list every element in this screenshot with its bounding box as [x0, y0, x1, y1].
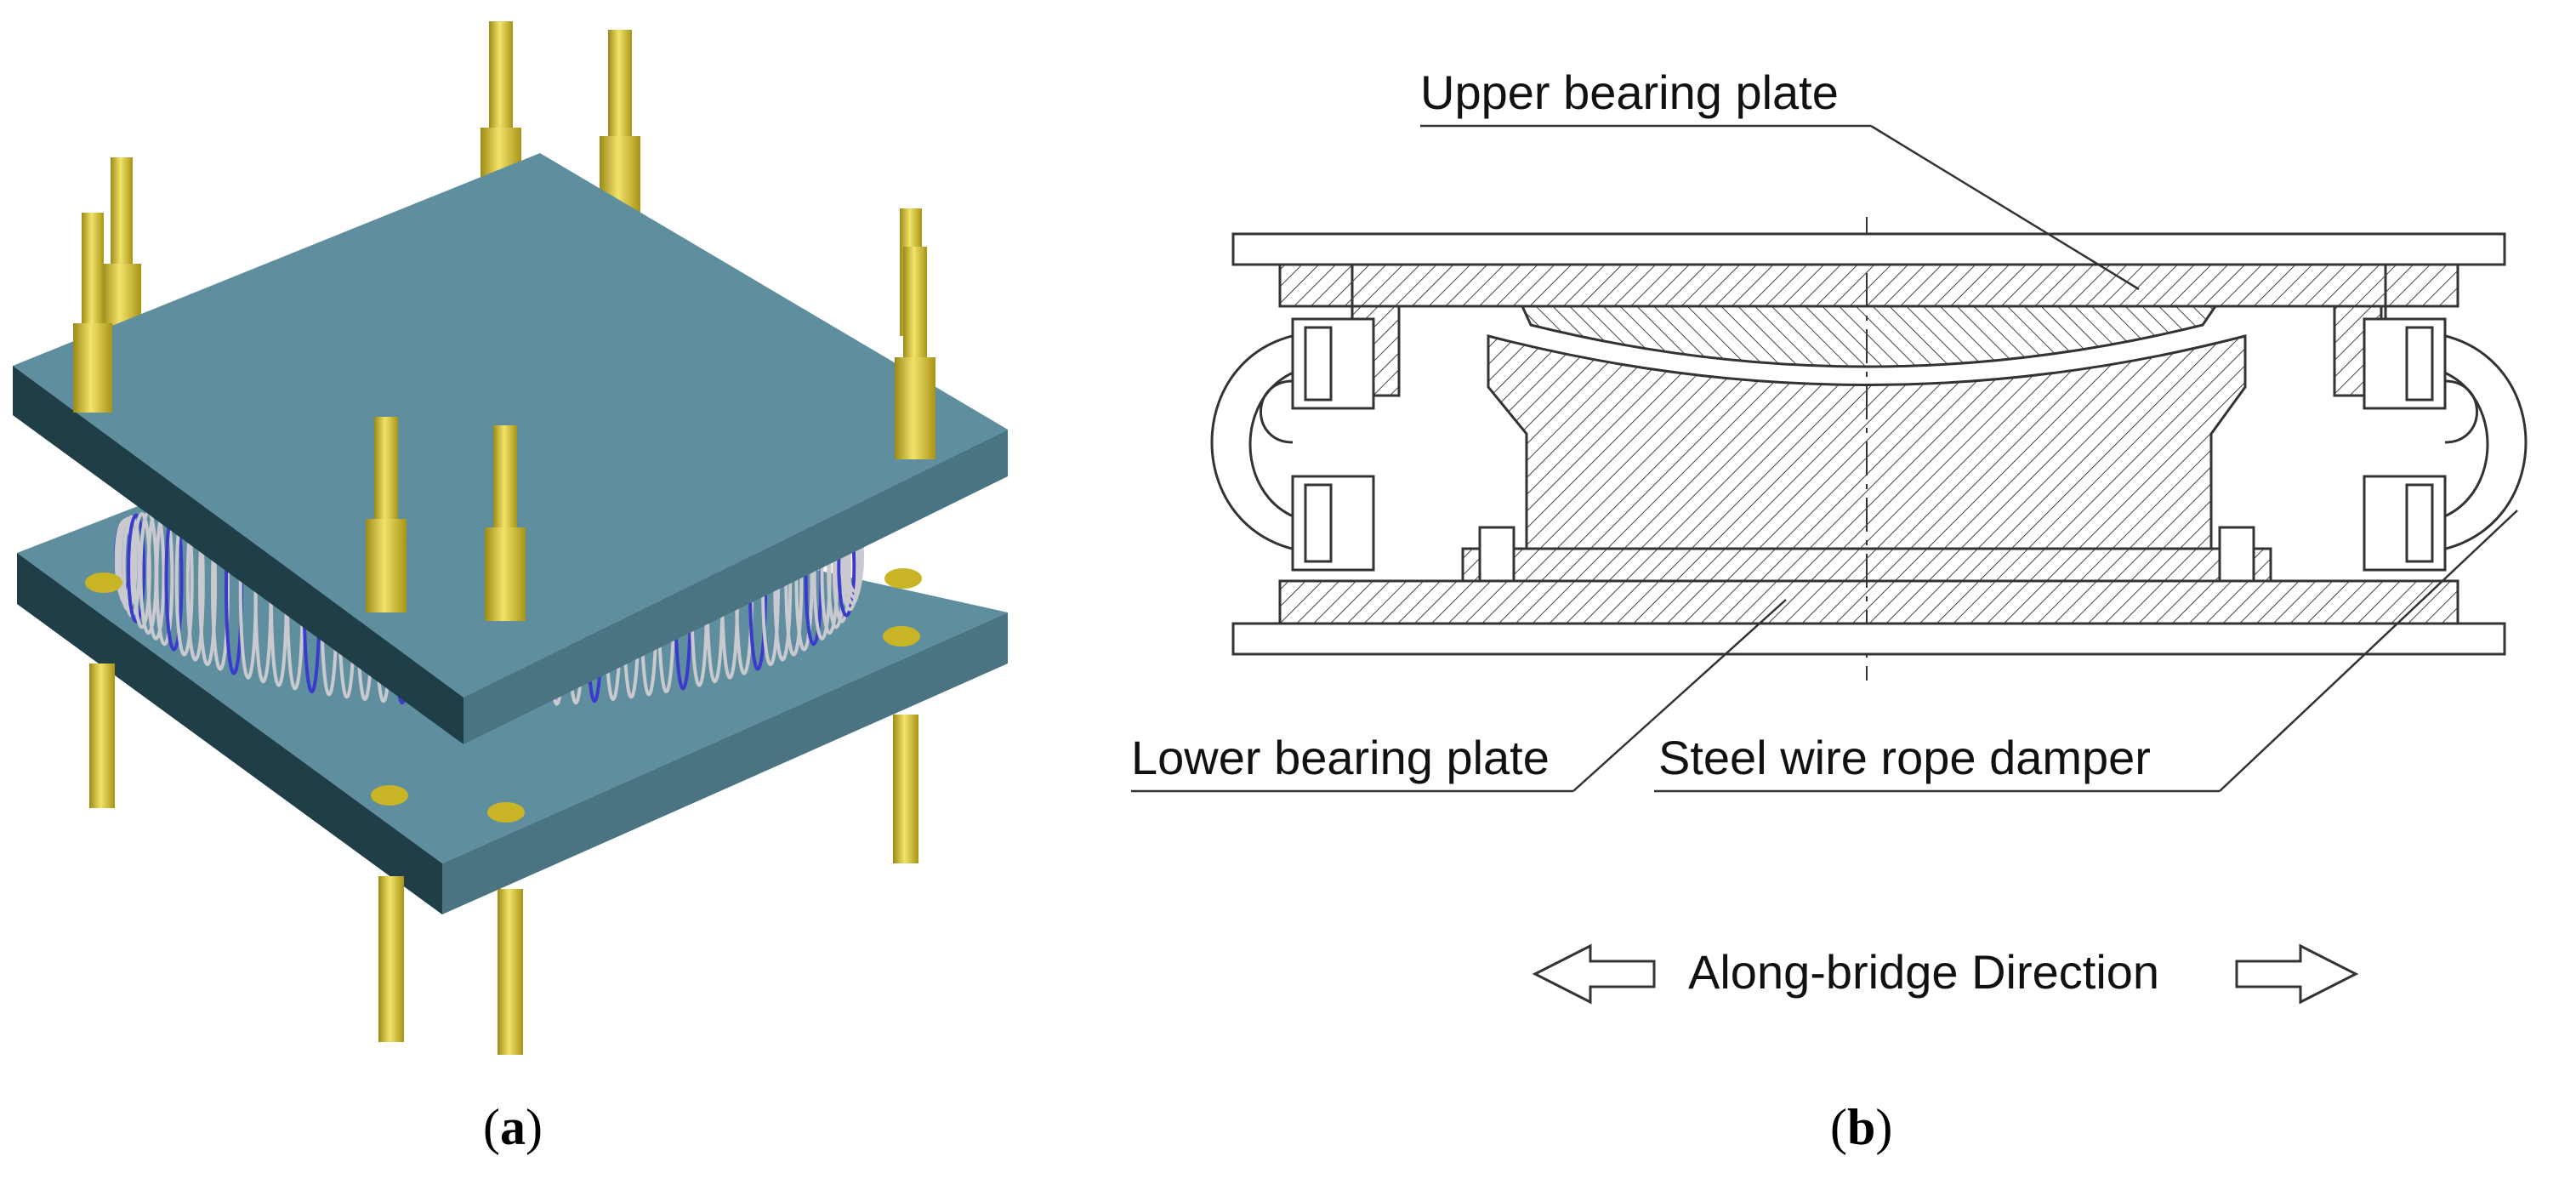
right-wire-loop: [2363, 317, 2528, 572]
label-along-bridge-direction: Along-bridge Direction: [1688, 945, 2159, 999]
label-upper-bearing-plate: Upper bearing plate: [1420, 66, 1839, 119]
label-lower-bearing-plate: Lower bearing plate: [1131, 731, 1550, 784]
bolt-group-front: [73, 213, 935, 1055]
caption-b: (b): [1830, 1099, 1892, 1155]
lower-bearing-plate: [1231, 622, 2506, 656]
caption-a: (a): [483, 1099, 543, 1155]
bolt-group-back: [102, 21, 922, 357]
lower-body: [1461, 547, 2272, 583]
panel-a-3d-model: [13, 21, 1008, 1055]
center-block: [1487, 334, 2247, 550]
arrow-right-icon: [2235, 943, 2359, 1005]
wire-coil: [127, 513, 146, 624]
label-steel-wire-rope-damper: Steel wire rope damper: [1658, 731, 2151, 784]
upper-bearing-plate: [1231, 232, 2506, 266]
panel-b-section-drawing: [1131, 124, 2528, 1005]
convex-slider: [1520, 305, 2218, 368]
left-wire-loop: [1210, 317, 1375, 572]
arrow-left-icon: [1532, 943, 1656, 1005]
nut-group: [85, 568, 922, 823]
